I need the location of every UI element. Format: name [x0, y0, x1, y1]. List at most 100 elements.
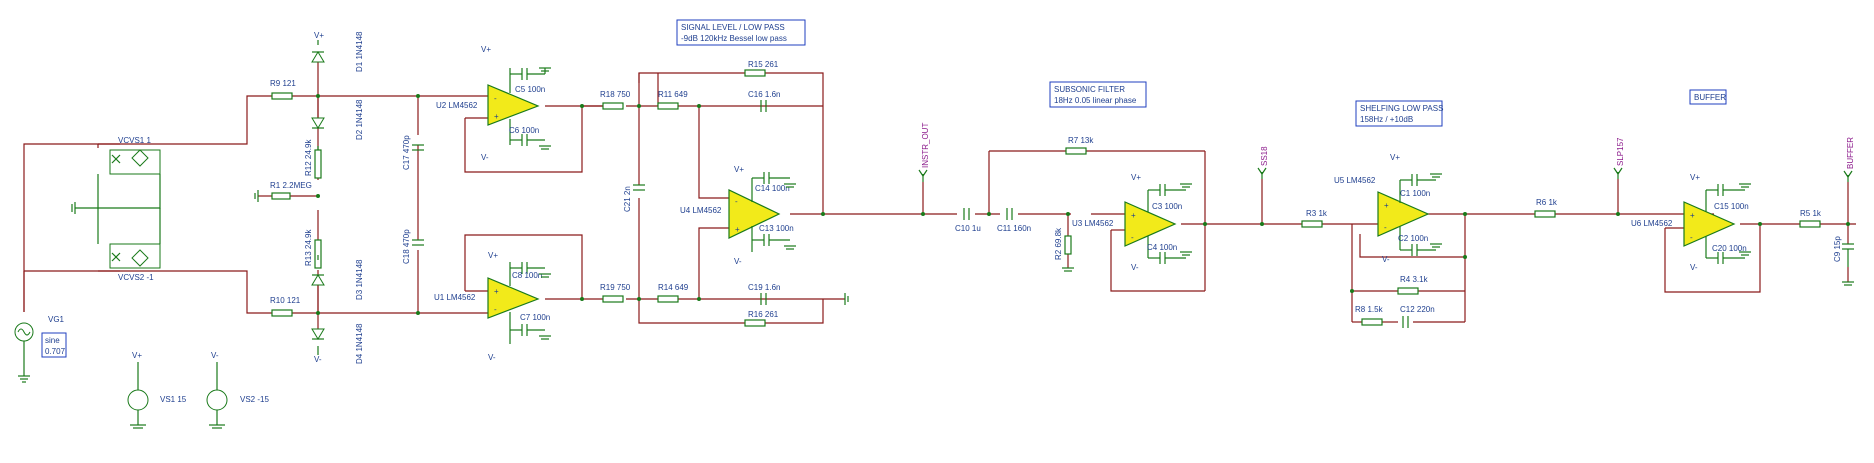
source-wave-label: sine — [45, 336, 60, 345]
c3-label: C3 100n — [1152, 202, 1182, 211]
r10-label: R10 121 — [270, 296, 301, 305]
note-shelving: SHELFING LOW PASS 158Hz / +10dB — [1355, 100, 1443, 127]
vplus-label: V+ — [488, 251, 498, 260]
instr-out-probe-label: INSTR_OUT — [921, 123, 930, 168]
r11-label: R11 649 — [658, 90, 688, 99]
ground-icon — [209, 424, 225, 429]
probe-instr-out: INSTR_OUT — [918, 123, 930, 182]
u4-label: U4 LM4562 — [680, 206, 722, 215]
vplus-label: V+ — [314, 31, 324, 40]
r8-label: R8 1.5k — [1355, 305, 1384, 314]
r1-label: R1 2.2MEG — [270, 181, 312, 190]
opamp-u1: +- U1 LM4562 — [434, 262, 540, 344]
opamp-u2: - + U2 LM4562 — [436, 68, 540, 145]
ground-icon — [539, 273, 551, 278]
shelving-subtitle: 158Hz / +10dB — [1360, 115, 1413, 124]
supply-pins: V+ V- V+ V- V+ V- V+ V- V+ V- V+ V- V+ V… — [132, 31, 1700, 364]
r16-label: R16 261 — [748, 310, 779, 319]
buffer-title: BUFFER — [1694, 93, 1726, 102]
svg-text:+: + — [735, 225, 740, 234]
vplus-label: V+ — [1390, 153, 1400, 162]
d1-label: D1 1N4148 — [355, 31, 364, 72]
c7-label: C7 100n — [520, 313, 550, 322]
vminus-label: V- — [1690, 263, 1698, 272]
ground-icon — [1180, 183, 1192, 188]
ground-icon — [1739, 183, 1751, 188]
supply-sources: VS1 15 VS2 -15 — [127, 362, 269, 425]
ground-icon — [539, 335, 551, 340]
c6-label: C6 100n — [509, 126, 539, 135]
ground-icon — [1739, 251, 1751, 256]
vminus-label: V- — [211, 351, 219, 360]
opamp-u4: -+ U4 LM4562 — [680, 178, 781, 252]
note-signal-level: SIGNAL LEVEL / LOW PASS -9dB 120kHz Bess… — [676, 19, 806, 46]
u2-label: U2 LM4562 — [436, 101, 478, 110]
c5-label: C5 100n — [515, 85, 545, 94]
buffer-probe-label: BUFFER — [1846, 137, 1855, 169]
source-amplitude-label: 0.707 — [45, 347, 66, 356]
note-buffer: BUFFER — [1689, 89, 1727, 105]
opamp-u5: +- U5 LM4562 — [1334, 176, 1430, 250]
wires — [23, 53, 1856, 339]
r13-label: R13 24.9k — [304, 229, 313, 266]
opamp-u6: +- U6 LM4562 — [1631, 190, 1736, 258]
svg-text:+: + — [1131, 211, 1136, 220]
svg-text:+: + — [1690, 211, 1695, 220]
svg-text:-: - — [1384, 223, 1387, 232]
ground-icon — [539, 145, 551, 150]
capacitors: C17 470p C18 470p C5 100n C6 100n C8 100… — [402, 68, 1854, 336]
c10-label: C10 1u — [955, 224, 981, 233]
vminus-label: V- — [734, 257, 742, 266]
signal-level-subtitle: -9dB 120kHz Bessel low pass — [681, 34, 787, 43]
svg-text:-: - — [494, 94, 497, 103]
ground-icon — [1430, 243, 1442, 248]
ground-icon — [1062, 267, 1074, 272]
probe-buffer: BUFFER — [1843, 137, 1855, 182]
subsonic-subtitle: 18Hz 0.05 linear phase — [1054, 96, 1137, 105]
r3-label: R3 1k — [1306, 209, 1328, 218]
note-source: sine 0.707 — [41, 332, 67, 358]
d4-label: D4 1N4148 — [355, 323, 364, 364]
r19-label: R19 750 — [600, 283, 631, 292]
r12-label: R12 24.9k — [304, 139, 313, 176]
c18-label: C18 470p — [402, 229, 411, 264]
vminus-label: V- — [1131, 263, 1139, 272]
ground-symbols — [18, 67, 1854, 429]
ground-icon — [254, 190, 259, 202]
ground-icon — [1842, 281, 1854, 286]
vplus-label: V+ — [132, 351, 142, 360]
r7-label: R7 13k — [1068, 136, 1094, 145]
c8-label: C8 100n — [512, 271, 542, 280]
signal-level-title: SIGNAL LEVEL / LOW PASS — [681, 23, 785, 32]
ground-icon — [784, 183, 796, 188]
r5-label: R5 1k — [1800, 209, 1822, 218]
r15-label: R15 261 — [748, 60, 779, 69]
c11-label: C11 160n — [997, 224, 1031, 233]
vminus-label: V- — [488, 353, 496, 362]
c15-label: C15 100n — [1714, 202, 1749, 211]
u5-label: U5 LM4562 — [1334, 176, 1376, 185]
u1-label: U1 LM4562 — [434, 293, 476, 302]
vcvs1-label: VCVS1 1 — [118, 136, 151, 145]
junctions — [316, 94, 1850, 315]
opamp-u3: +- U3 LM4562 — [1072, 190, 1177, 258]
r4-label: R4 3.1k — [1400, 275, 1429, 284]
r6-label: R6 1k — [1536, 198, 1558, 207]
d3-label: D3 1N4148 — [355, 259, 364, 300]
vminus-label: V- — [1382, 255, 1390, 264]
u3-label: U3 LM4562 — [1072, 219, 1114, 228]
vs1-label: VS1 15 — [160, 395, 187, 404]
vs2-label: VS2 -15 — [240, 395, 269, 404]
svg-text:+: + — [494, 112, 499, 121]
ground-icon — [1430, 173, 1442, 178]
diodes: D1 1N4148 D2 1N4148 D3 1N4148 D4 1N4148 — [311, 31, 364, 364]
c2-label: C2 100n — [1398, 234, 1428, 243]
vplus-label: V+ — [1690, 173, 1700, 182]
r14-label: R14 649 — [658, 283, 689, 292]
shelving-title: SHELFING LOW PASS — [1360, 104, 1443, 113]
vcvs2-label: VCVS2 -1 — [118, 273, 154, 282]
ground-icon — [130, 424, 146, 429]
c9-label: C9 15p — [1833, 236, 1842, 262]
c12-label: C12 220n — [1400, 305, 1435, 314]
